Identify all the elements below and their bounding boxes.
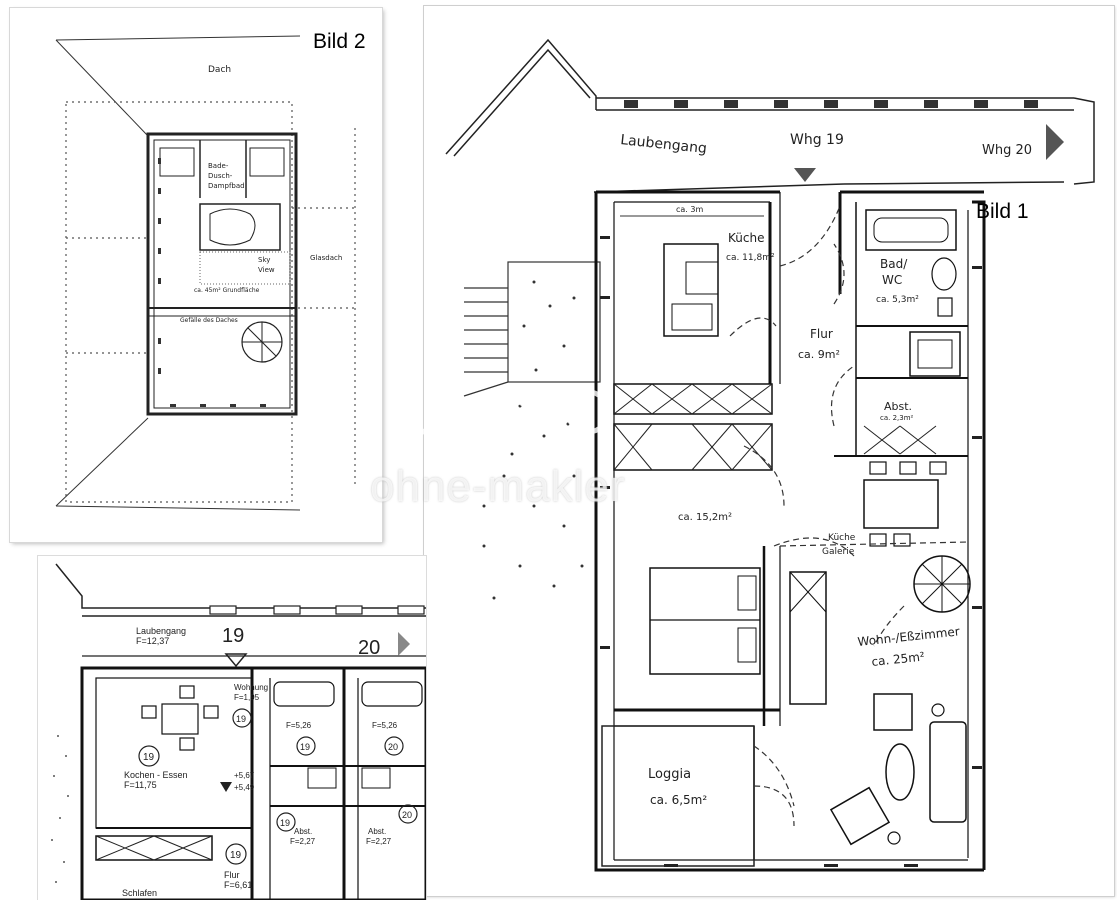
bild3-schlafen-label: Schlafen (122, 888, 157, 898)
floorplan-bild3-drawing: Laubengang F=12,37 19 20 Wohnung F=1,95 … (51, 563, 426, 900)
bild1-abst-label: Abst. (884, 400, 912, 413)
bild3-circle-19c: 19 (143, 752, 155, 763)
bild3-laubengang-area: F=12,37 (136, 636, 169, 646)
bild2-sky-label: Sky (258, 256, 270, 264)
bild3-unit-20-label: 20 (358, 637, 380, 659)
bild1-flur-label: Flur (810, 327, 833, 341)
bild3-circle-19b: 19 (300, 742, 310, 752)
bild2-glasdach-label: Glasdach (310, 254, 342, 262)
bild2-dach-label: Dach (208, 65, 231, 75)
bild1-label: Bild 1 (976, 200, 1029, 223)
bild3-circle-20b: 20 (402, 810, 412, 820)
bild3-circle-19e: 19 (230, 850, 242, 861)
bild1-loggia-label: Loggia (648, 767, 691, 782)
floorplan-bild1-drawing: ca. 3m Laubengang Whg 19 Whg 20 Küche ca… (445, 38, 1095, 872)
bild1-whg19-label: Whg 19 (790, 132, 844, 148)
bild1-flur-area: ca. 9m² (798, 348, 840, 361)
bild2-note-bottom: Gefälle des Daches (180, 317, 238, 324)
bild3-wohnung-area: F=1,95 (234, 693, 260, 702)
bild1-kueche-area: ca. 11,8m² (726, 253, 775, 263)
bild3-circle-20a: 20 (388, 742, 398, 752)
bild3-level-b: +5,49 (234, 783, 255, 792)
bild1-bad-label: Bad/ (880, 257, 908, 271)
bild2-room-label-1: Bade- (208, 162, 229, 170)
bild3-abst-area-b: F=2,27 (366, 837, 392, 846)
bild1-dim-3m: ca. 3m (676, 205, 703, 214)
floorplan-bild2: Dach Bade- Dusch- Dampfbad Glasdach Sky … (10, 8, 382, 542)
floorplan-bild3: Laubengang F=12,37 19 20 Wohnung F=1,95 … (38, 556, 426, 900)
bild3-unit-19-label: 19 (222, 625, 244, 647)
floorplan-bild2-drawing: Dach Bade- Dusch- Dampfbad Glasdach Sky … (55, 35, 356, 511)
bild2-room-label-2: Dusch- (208, 172, 233, 180)
bild3-flur-area: F=6,61 (224, 880, 252, 890)
bild3-abst-area-a: F=2,27 (290, 837, 316, 846)
bild3-kochen-area: F=11,75 (124, 780, 157, 790)
bild3-abst-label-b: Abst. (368, 827, 386, 836)
bild1-bad-area: ca. 5,3m² (876, 295, 919, 305)
bild3-wohnung-label: Wohnung (234, 683, 268, 692)
bild3-bad-area-a: F=5,26 (286, 721, 312, 730)
bild3-laubengang-label: Laubengang (136, 626, 186, 636)
bild3-circle-19d: 19 (280, 818, 290, 828)
bild1-whg20-label: Whg 20 (982, 143, 1032, 158)
bild3-flur-label: Flur (224, 870, 240, 880)
bild1-abst-area: ca. 2,3m² (880, 414, 914, 422)
bild3-abst-label-a: Abst. (294, 827, 312, 836)
bild2-room-label-3: Dampfbad (208, 182, 245, 190)
bild1-kueche-galerie-1: Küche (828, 533, 856, 543)
bild3-bad-area-b: F=5,26 (372, 721, 398, 730)
bild1-schlaf-area: ca. 15,2m² (678, 512, 732, 523)
floorplan-bild1: ca. 3m Laubengang Whg 19 Whg 20 Küche ca… (424, 6, 1114, 896)
bild2-view-label: View (258, 266, 275, 274)
bild1-wohn-area: ca. 25m² (871, 649, 926, 669)
bild1-wohn-label: Wohn-/Eßzimmer (857, 624, 961, 649)
bild1-laubengang-label: Laubengang (620, 132, 708, 157)
bild3-level-a: +5,67 (234, 771, 255, 780)
bild3-kochen-label: Kochen - Essen (124, 770, 188, 780)
bild1-wc-label: WC (882, 273, 902, 287)
bild3-circle-19a: 19 (236, 714, 246, 724)
bild1-kueche-label: Küche (728, 231, 764, 245)
bild2-area-note: ca. 45m² Grundfläche (194, 287, 260, 294)
bild2-label: Bild 2 (313, 30, 366, 53)
bild1-kueche-galerie-2: Galerie (822, 547, 855, 557)
bild1-loggia-area: ca. 6,5m² (650, 793, 707, 807)
